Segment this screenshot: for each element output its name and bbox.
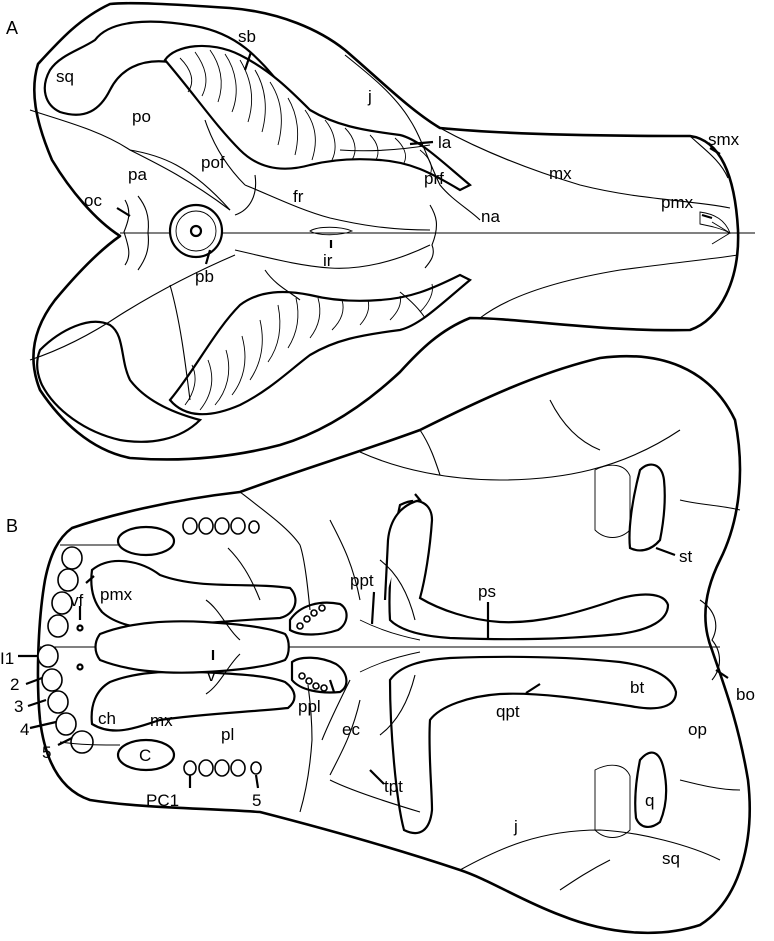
label-v: v [207, 666, 216, 685]
choana-upper [90, 559, 297, 630]
teeth-upper-row [182, 517, 260, 535]
label-ppt: ppt [350, 571, 374, 590]
sutures-a [29, 54, 739, 401]
label-mx: mx [150, 711, 173, 730]
bo-notch [699, 599, 721, 681]
label-i1: I1 [0, 649, 14, 668]
quadrate [634, 751, 668, 828]
sb-ridges-upper [179, 49, 432, 176]
label-sq: sq [56, 67, 74, 86]
label-prf: prf [424, 169, 444, 188]
label-tpt: tpt [384, 777, 403, 796]
label-tooth-2: 2 [10, 675, 19, 694]
label-pa: pa [128, 165, 147, 184]
panel-label-b: B [6, 516, 18, 536]
label-fr: fr [293, 187, 304, 206]
quadrate-condyle-lower [594, 764, 631, 838]
ppl-plate-lower [290, 656, 348, 694]
label-op: op [688, 720, 707, 739]
sq-lower [36, 320, 203, 443]
label-vf: vf [70, 591, 84, 610]
sb-ridges-lower [184, 283, 433, 411]
subtemporal-fossa-lower [388, 655, 678, 835]
label-la: la [438, 133, 452, 152]
choana-lower [90, 670, 296, 732]
label-q: q [645, 791, 654, 810]
ir-ridge [309, 226, 354, 236]
label-po: po [132, 107, 151, 126]
label-pmx: pmx [661, 193, 694, 212]
label-bo: bo [736, 685, 755, 704]
label-pl: pl [221, 725, 234, 744]
oc-notch [123, 199, 130, 266]
vf-foramen-2 [76, 663, 84, 671]
label-j: j [367, 87, 372, 106]
ppl-plate-upper [288, 601, 348, 636]
leaders-b [18, 546, 729, 789]
vf-foramen-1 [76, 624, 84, 632]
label-oc: oc [84, 191, 102, 210]
teeth-lower-row [183, 759, 262, 777]
quadrate-condyle-upper [594, 464, 631, 538]
panel-label-a: A [6, 18, 18, 38]
label-smx: smx [708, 130, 740, 149]
canine-fossa-upper [116, 525, 176, 557]
label-mx: mx [549, 164, 572, 183]
skull-outline-b [36, 354, 751, 935]
label-pc1: PC1 [146, 791, 179, 810]
vomer-plate [94, 620, 290, 674]
leaders-a [116, 51, 721, 265]
incisors [37, 546, 94, 754]
sb-lower [168, 273, 472, 416]
panel-b-ventral-view: B st ppt ps pmx vf I1 v 2 bt bo ppl 3 qp… [0, 354, 755, 935]
label-c: C [139, 746, 151, 765]
label-pb: pb [195, 267, 214, 286]
pb-boss-ring [175, 210, 217, 252]
canine-c [116, 738, 176, 772]
stapes [628, 463, 666, 552]
pmx-notch [699, 211, 731, 234]
label-tooth-3: 3 [14, 697, 23, 716]
label-tooth-5: 5 [42, 743, 51, 762]
label-pof: pof [201, 153, 225, 172]
panel-a-dorsal-view: A sq sb po j la pof smx mx pa prf fr oc … [6, 1, 755, 461]
pb-foramen [189, 224, 203, 238]
label-pmx: pmx [100, 585, 133, 604]
label-na: na [481, 207, 500, 226]
label-sb: sb [238, 27, 256, 46]
palatal-opening-left [383, 493, 422, 601]
subtemporal-fossa-upper [388, 499, 670, 641]
label-st: st [679, 547, 693, 566]
label-ec: ec [342, 720, 360, 739]
label-tooth-5-lower: 5 [252, 791, 261, 810]
label-sq: sq [662, 849, 680, 868]
ppl-teeth [296, 604, 328, 692]
label-ch: ch [98, 709, 116, 728]
label-j: j [513, 817, 518, 836]
sb-upper [163, 44, 472, 192]
label-bt: bt [630, 678, 644, 697]
label-qpt: qpt [496, 702, 520, 721]
label-tooth-4: 4 [20, 720, 29, 739]
label-ps: ps [478, 582, 496, 601]
sutures-b [59, 399, 741, 891]
label-ir: ir [323, 251, 333, 270]
skull-outline-a [32, 1, 740, 461]
label-ppl: ppl [298, 697, 321, 716]
ppt-process [359, 619, 421, 673]
